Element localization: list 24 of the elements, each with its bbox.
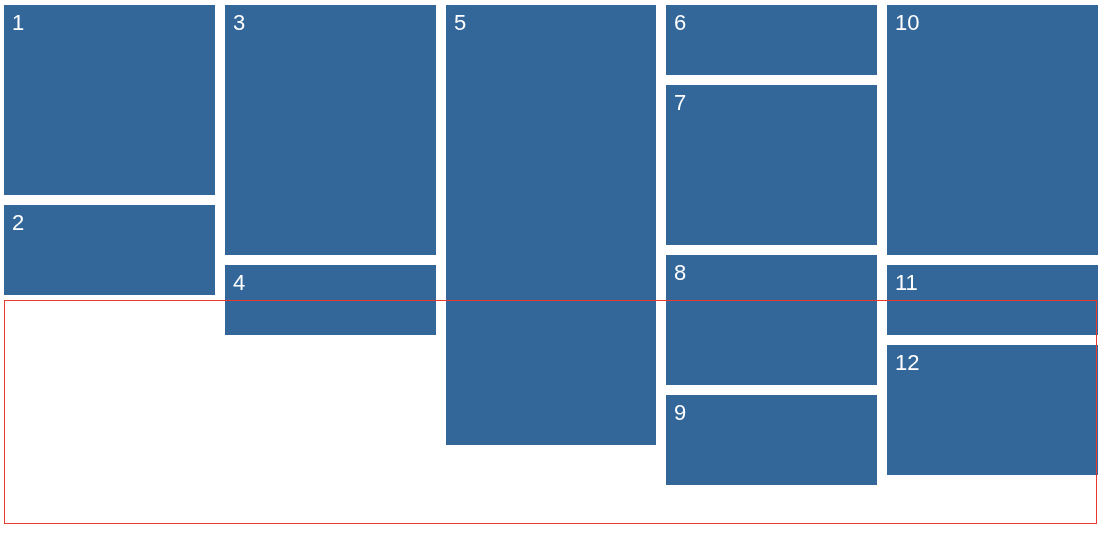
tile-number: 7 <box>674 89 687 117</box>
tile-number: 10 <box>895 9 920 37</box>
tile-number: 9 <box>674 399 687 427</box>
grid-tile <box>887 5 1098 255</box>
grid-tile <box>4 205 215 295</box>
grid-tile <box>887 345 1098 475</box>
grid-tile <box>4 5 215 195</box>
tile-number: 2 <box>12 209 25 237</box>
grid-tile <box>666 255 877 385</box>
grid-tile <box>887 265 1098 335</box>
grid-tile <box>666 5 877 75</box>
grid-tile <box>446 5 656 445</box>
grid-tile <box>666 395 877 485</box>
grid-tile <box>666 85 877 245</box>
tile-number: 6 <box>674 9 687 37</box>
tile-number: 4 <box>233 269 246 297</box>
tile-number: 1 <box>12 9 25 37</box>
grid-tile <box>225 5 436 255</box>
tile-number: 5 <box>454 9 467 37</box>
tile-number: 8 <box>674 259 687 287</box>
grid-tile <box>225 265 436 335</box>
tile-number: 3 <box>233 9 246 37</box>
tile-number: 11 <box>895 269 918 297</box>
tile-number: 12 <box>895 349 920 377</box>
